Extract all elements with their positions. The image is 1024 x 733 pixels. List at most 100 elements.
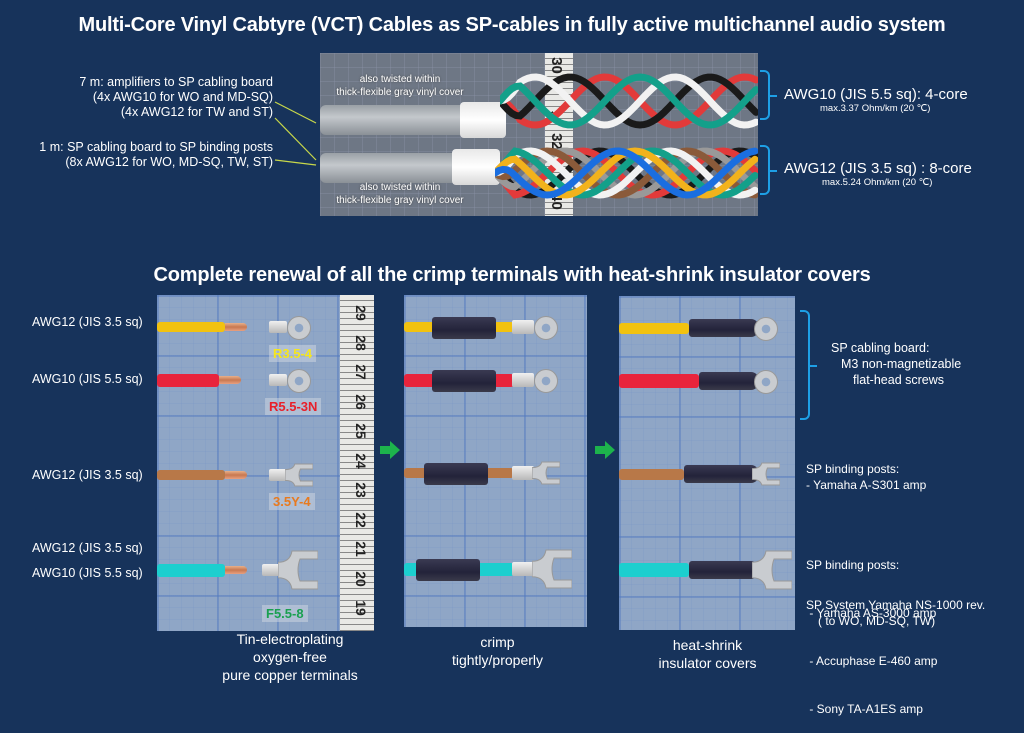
insulated-wire bbox=[619, 563, 689, 577]
caption-line: tightly/properly bbox=[451, 652, 544, 668]
note-line: SP binding posts: bbox=[806, 462, 900, 476]
gray-vinyl-jacket-awg12 bbox=[320, 153, 460, 183]
stripped-copper bbox=[225, 323, 247, 331]
cable-run-1m-note: 1 m: SP cabling board to SP binding post… bbox=[10, 140, 273, 170]
awg12-spec: AWG12 (JIS 3.5 sq) : 8-core max.5.24 Ohm… bbox=[784, 160, 1020, 188]
note-line: - Yamaha AS-3000 amp bbox=[806, 606, 937, 620]
ruler-number: 27 bbox=[352, 364, 369, 380]
ring-terminal-icon bbox=[754, 370, 778, 394]
terminal-model-label: R5.5-3N bbox=[265, 398, 322, 415]
binding-posts-note-1: SP binding posts: - Yamaha A-S301 amp bbox=[806, 461, 926, 493]
insulated-wire bbox=[619, 468, 684, 480]
caption-line: thick-flexible gray vinyl cover bbox=[336, 195, 464, 206]
note-line: 1 m: SP cabling board to SP binding post… bbox=[39, 140, 273, 154]
ruler-number: 26 bbox=[352, 393, 369, 410]
caption-line: crimp bbox=[480, 634, 515, 650]
binding-posts-note-2: SP binding posts: - Yamaha AS-3000 amp -… bbox=[806, 525, 937, 733]
gray-vinyl-jacket-awg10 bbox=[320, 105, 470, 135]
vct-cable-photo: 30 31 32 40 also twisted within thick-fl… bbox=[320, 53, 758, 216]
ruler-number: 24 bbox=[352, 452, 369, 469]
insulated-wire bbox=[157, 563, 225, 577]
heat-shrink-tube bbox=[416, 559, 480, 581]
ring-terminal-icon bbox=[287, 316, 311, 340]
note-line: SP cabling board: bbox=[831, 341, 930, 355]
photo-caption-lower: also twisted within thick-flexible gray … bbox=[325, 181, 475, 207]
heat-shrink-photo bbox=[619, 296, 795, 630]
caption-line: also twisted within bbox=[359, 182, 441, 193]
fork-terminal-icon bbox=[532, 549, 572, 589]
caption-line: pure copper terminals bbox=[222, 667, 358, 683]
crimped-barrel bbox=[512, 466, 534, 480]
note-line: (4x AWG10 for WO and MD-SQ) bbox=[92, 90, 273, 104]
terminal-barrel bbox=[262, 564, 280, 576]
core-wire bbox=[500, 73, 758, 129]
core-wire bbox=[500, 73, 758, 129]
note-line: ( to WO, MD-SQ, TW) bbox=[818, 614, 936, 628]
caption-line: also twisted within bbox=[359, 74, 441, 85]
ring-terminal-icon bbox=[534, 369, 558, 393]
speaker-system-note: SP System Yamaha NS-1000 rev. ( to WO, M… bbox=[806, 597, 985, 629]
terminal-barrel bbox=[269, 321, 287, 333]
ruler-number: 22 bbox=[352, 511, 369, 528]
white-tape bbox=[460, 102, 506, 138]
shrunk-cover bbox=[699, 372, 759, 390]
white-tape bbox=[452, 149, 500, 185]
note-line: (4x AWG12 for TW and ST) bbox=[120, 105, 273, 119]
step-caption-crimp: crimp tightly/properly bbox=[415, 633, 580, 669]
leader-line bbox=[274, 117, 317, 161]
ring-terminal-icon bbox=[754, 317, 778, 341]
wire-label: AWG12 (JIS 3.5 sq) bbox=[32, 315, 143, 329]
terminal-model-label: F5.5-8 bbox=[262, 605, 308, 622]
heat-shrink-tube bbox=[424, 463, 488, 485]
ring-terminal-icon bbox=[287, 369, 311, 393]
caption-line: insulator covers bbox=[658, 655, 757, 671]
awg12-resistance: max.5.24 Ohm/km (20 ℃) bbox=[822, 177, 933, 188]
wire-label: AWG10 (JIS 5.5 sq) bbox=[32, 566, 143, 580]
note-line: - Sony TA-A1ES amp bbox=[806, 702, 923, 716]
ruler-number: 23 bbox=[352, 482, 369, 498]
fork-terminal-icon bbox=[752, 462, 780, 486]
section-title-crimp: Complete renewal of all the crimp termin… bbox=[153, 264, 871, 286]
stripped-copper bbox=[219, 376, 241, 384]
terminal-model-label: 3.5Y-4 bbox=[269, 493, 315, 510]
ruler-number: 29 bbox=[352, 305, 369, 321]
twisted-cores-awg10 bbox=[500, 73, 758, 129]
ruler-number: 28 bbox=[352, 334, 369, 351]
leader-lines bbox=[274, 101, 317, 166]
core-wire bbox=[495, 147, 758, 199]
stripped-copper bbox=[225, 566, 247, 574]
ruler-number: 25 bbox=[352, 423, 369, 439]
stripped-copper bbox=[225, 471, 247, 479]
terminal-barrel bbox=[269, 374, 287, 386]
insulated-wire bbox=[157, 470, 225, 480]
terminal-barrel bbox=[269, 469, 287, 481]
caption-line: heat-shrink bbox=[672, 637, 743, 653]
crimped-photo bbox=[404, 295, 587, 627]
note-line: - Yamaha A-S301 amp bbox=[806, 478, 927, 492]
terminal-model-label: R3.5-4 bbox=[269, 345, 317, 362]
caption-line: thick-flexible gray vinyl cover bbox=[336, 87, 464, 98]
crimped-barrel bbox=[512, 320, 534, 334]
caption-line: oxygen-free bbox=[253, 649, 327, 665]
step-caption-heat-shrink: heat-shrink insulator covers bbox=[625, 636, 790, 672]
ruler-number: 21 bbox=[352, 541, 369, 557]
note-line: SP binding posts: bbox=[806, 558, 900, 572]
fork-terminal-icon bbox=[278, 550, 318, 590]
insulated-wire bbox=[157, 373, 219, 387]
core-wire bbox=[500, 73, 758, 129]
insulated-wire bbox=[619, 374, 699, 388]
insulated-wire bbox=[157, 322, 225, 332]
ruler-number: 20 bbox=[352, 570, 369, 587]
heat-shrink-tube bbox=[432, 317, 496, 339]
note-line: SP System Yamaha NS-1000 rev. bbox=[806, 598, 986, 612]
leader-line bbox=[274, 159, 317, 166]
photo-caption-upper: also twisted within thick-flexible gray … bbox=[325, 73, 475, 99]
awg10-resistance: max.3.37 Ohm/km (20 ℃) bbox=[820, 103, 931, 114]
cabling-board-note: SP cabling board: M3 non-magnetizable fl… bbox=[831, 340, 961, 388]
awg10-spec: AWG10 (JIS 5.5 sq): 4-core max.3.37 Ohm/… bbox=[784, 86, 1014, 114]
note-line: flat-head screws bbox=[853, 373, 945, 387]
step-caption-terminals: Tin-electroplating oxygen-free pure copp… bbox=[190, 630, 390, 684]
note-line: (8x AWG12 for WO, MD-SQ, TW, ST) bbox=[65, 155, 273, 169]
main-title: Multi-Core Vinyl Cabtyre (VCT) Cables as… bbox=[78, 14, 946, 36]
